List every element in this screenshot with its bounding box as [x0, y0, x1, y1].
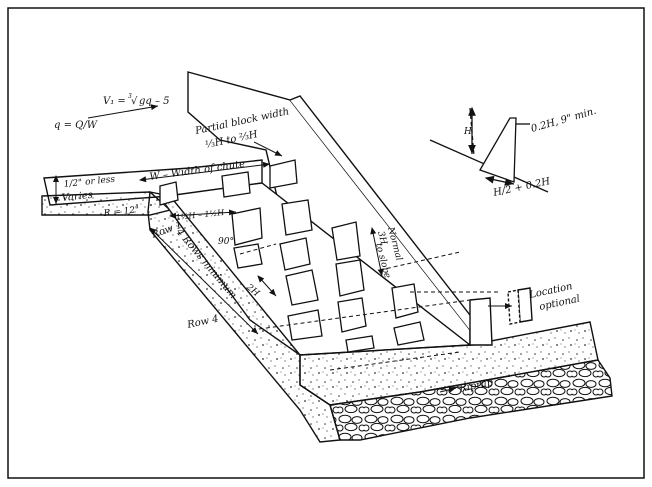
label-varies: Varies: [61, 190, 93, 204]
baffle-block: [287, 309, 323, 341]
riprap: [329, 359, 613, 441]
baffle-block: [279, 237, 311, 271]
formula-v1-suffix: – 5: [155, 96, 170, 107]
baffle-block: [337, 297, 367, 333]
baffle-block: [285, 269, 319, 306]
detail-height-label: H: [463, 127, 472, 137]
formula-v1-root-sign: √: [131, 96, 138, 107]
formula-v1-radicand: gq: [139, 96, 152, 107]
baffle-block: [269, 159, 298, 189]
baffle-block: [233, 243, 263, 269]
baffle-block: [335, 259, 365, 297]
formula-v1-prefix: V₁ =: [103, 96, 126, 107]
baffle-detail: [429, 106, 549, 193]
baffle-block: [221, 171, 251, 198]
formula-group: V₁ = 3 √ gq – 5 q = Q/W: [54, 93, 170, 131]
baffle-block: [345, 335, 375, 353]
baffle-block: [391, 283, 419, 319]
baffle-block: [281, 199, 313, 236]
baffle-block: [331, 221, 361, 261]
label-normal-to-slope-value: 3H: [375, 230, 388, 246]
label-angle: 90°: [218, 237, 234, 247]
baffle-block: [393, 321, 425, 346]
label-radius: R = 12": [102, 205, 139, 219]
baffle-block: [231, 207, 263, 246]
formula-v1-root-index: 3: [128, 93, 132, 100]
formula-q: q = Q/W: [54, 120, 98, 131]
